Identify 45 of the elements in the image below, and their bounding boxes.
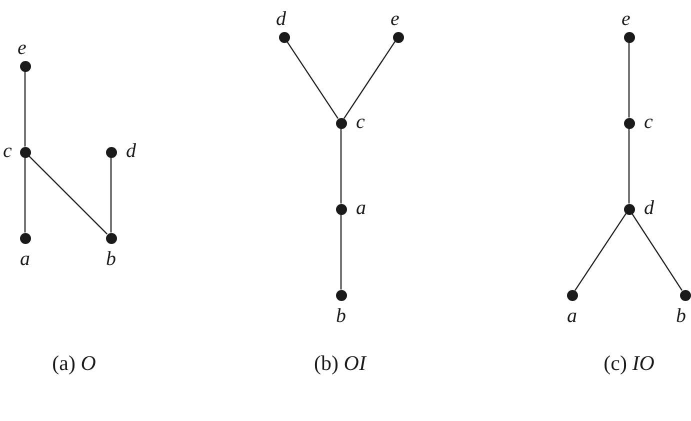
vertex-label: a <box>356 198 366 218</box>
subfigure-caption: (b) OI <box>314 351 366 375</box>
vertex-label: e <box>622 9 630 29</box>
edge-line <box>340 214 342 290</box>
vertex-label: d <box>276 9 286 29</box>
vertex-dot <box>106 232 116 244</box>
edge-line <box>340 128 342 204</box>
vertex-label: d <box>126 141 136 161</box>
vertex-dot <box>624 32 634 42</box>
vertex-label: c <box>3 141 12 161</box>
vertex-dot <box>20 232 30 244</box>
edge-line <box>286 41 338 119</box>
vertex-label: e <box>390 9 400 29</box>
vertex-label: b <box>676 306 686 326</box>
vertex-dot <box>336 204 346 214</box>
vertex-label: c <box>356 112 365 132</box>
vertex-label: c <box>644 112 653 132</box>
vertex-label: b <box>106 249 116 269</box>
vertex-dot <box>566 290 578 300</box>
edge-line <box>344 41 396 119</box>
vertex-label: a <box>20 249 30 269</box>
vertex-dot <box>106 146 116 158</box>
vertex-label: b <box>336 306 346 326</box>
vertex-dot <box>278 32 290 42</box>
vertex-dot <box>392 32 404 42</box>
edge-line <box>628 128 630 204</box>
vertex-dot <box>20 146 30 158</box>
subfigure-caption: (c) IO <box>604 351 654 375</box>
vertex-dot <box>20 60 30 72</box>
edge-line <box>110 158 112 232</box>
vertex-dot <box>624 118 634 128</box>
subfigure-caption: (a) O <box>52 351 96 375</box>
vertex-dot <box>336 290 346 300</box>
vertex-label: e <box>18 38 26 58</box>
vertex-dot <box>624 204 634 214</box>
vertex-dot <box>336 118 346 128</box>
edge-line <box>574 213 626 291</box>
edge-line <box>24 158 26 232</box>
edge-line <box>28 155 108 235</box>
edge-line <box>628 42 630 118</box>
edge-line <box>632 213 682 291</box>
vertex-label: a <box>567 306 577 326</box>
edge-line <box>24 72 26 146</box>
vertex-dot <box>680 290 690 300</box>
vertex-label: d <box>644 198 654 218</box>
